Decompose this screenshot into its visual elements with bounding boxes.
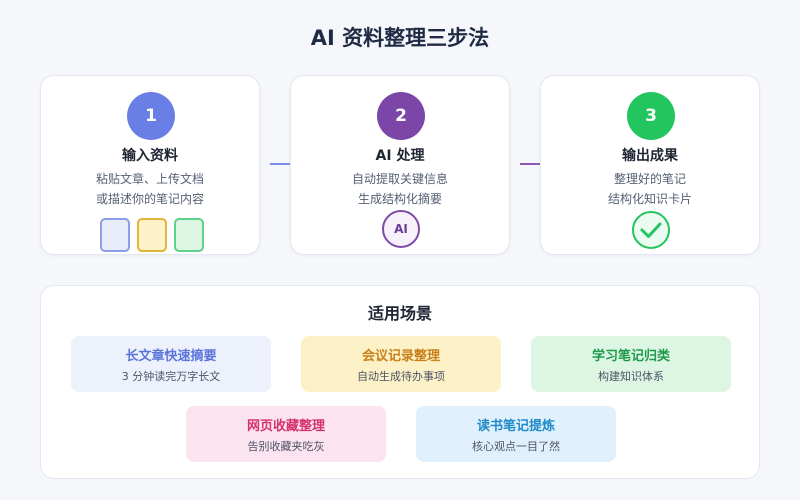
green-document-icon <box>174 218 204 252</box>
scene-tile: 长文章快速摘要 3 分钟读完万字长文 <box>71 336 271 392</box>
scene-tile-title: 会议记录整理 <box>361 349 440 364</box>
step-description-line: 生成结构化摘要 <box>357 192 442 206</box>
scenes-panel: 适用场景 长文章快速摘要 3 分钟读完万字长文 会议记录整理 自动生成待办事项 … <box>40 285 760 479</box>
step-description: 粘贴文章、上传文档 或描述你的笔记内容 <box>41 169 259 209</box>
yellow-document-icon <box>137 218 167 252</box>
connector-arrow <box>520 163 540 165</box>
step-number-badge: 1 <box>127 92 175 140</box>
scene-tile-title: 读书笔记提炼 <box>476 419 555 434</box>
page-title: AI 资料整理三步法 <box>310 26 490 50</box>
step-title: 输入资料 <box>122 148 178 164</box>
scene-tile: 会议记录整理 自动生成待办事项 <box>301 336 501 392</box>
scene-tile-title: 网页收藏整理 <box>246 419 325 434</box>
scene-tile-subtitle: 3 分钟读完万字长文 <box>121 370 221 383</box>
step-description-line: 或描述你的笔记内容 <box>95 192 204 206</box>
step-description: 自动提取关键信息 生成结构化摘要 <box>291 169 509 209</box>
step-description: 整理好的笔记 结构化知识卡片 <box>541 169 759 209</box>
scene-tile: 网页收藏整理 告别收藏夹吃灰 <box>186 406 386 462</box>
scene-tile: 学习笔记归类 构建知识体系 <box>531 336 731 392</box>
scene-tile-title: 学习笔记归类 <box>591 349 670 364</box>
step-number-badge: 2 <box>377 92 425 140</box>
blue-document-icon <box>100 218 130 252</box>
scene-tile-subtitle: 构建知识体系 <box>598 370 664 383</box>
scene-tile: 读书笔记提炼 核心观点一目了然 <box>416 406 616 462</box>
step-number-badge: 3 <box>627 92 675 140</box>
scenes-title: 适用场景 <box>367 304 432 323</box>
scene-tile-title: 长文章快速摘要 <box>125 349 217 364</box>
ai-badge-icon: AI <box>382 210 420 248</box>
step-description-line: 粘贴文章、上传文档 <box>95 172 204 186</box>
connector-arrow <box>270 163 290 165</box>
step-card-process: 2 AI 处理 自动提取关键信息 生成结构化摘要 AI <box>290 75 510 255</box>
step-card-output: 3 输出成果 整理好的笔记 结构化知识卡片 <box>540 75 760 255</box>
scene-tile-subtitle: 自动生成待办事项 <box>357 370 445 383</box>
step-description-line: 结构化知识卡片 <box>607 192 692 206</box>
step-description-line: 自动提取关键信息 <box>351 172 448 186</box>
step-description-line: 整理好的笔记 <box>613 172 686 186</box>
step-title: 输出成果 <box>622 148 678 164</box>
step-card-input: 1 输入资料 粘贴文章、上传文档 或描述你的笔记内容 <box>40 75 260 255</box>
check-circle-icon <box>632 211 670 249</box>
step-title: AI 处理 <box>375 148 425 164</box>
scene-tile-subtitle: 告别收藏夹吃灰 <box>247 440 325 453</box>
scene-tile-subtitle: 核心观点一目了然 <box>472 440 560 453</box>
